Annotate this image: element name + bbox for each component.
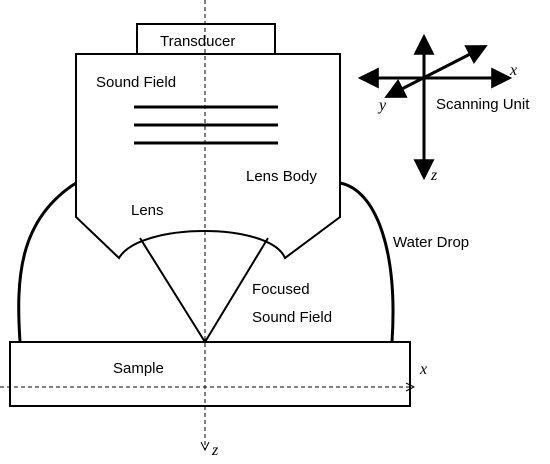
sample-label: Sample (113, 360, 164, 377)
lens-label: Lens (131, 202, 164, 219)
focused-sound-field-label-line2: Sound Field (252, 309, 332, 326)
transducer-label: Transducer (160, 33, 235, 50)
sample-x-axis-arrowhead (405, 382, 416, 392)
scanning-unit-axes (357, 33, 513, 181)
scanning-z-label: z (430, 167, 438, 184)
water-drop-label: Water Drop (393, 234, 469, 251)
center-z-label: z (211, 442, 219, 459)
lens-body-outline (75, 53, 341, 260)
scanning-unit-label: Scanning Unit (436, 96, 530, 113)
focused-sound-field-label-line1: Focused (252, 281, 310, 298)
water-drop-outline (17, 181, 395, 343)
transducer-box (136, 23, 276, 55)
focused-sound-field-cone (139, 237, 269, 343)
sample-x-label: x (419, 361, 427, 378)
sample-block (9, 341, 411, 407)
scanning-x-label: x (509, 62, 517, 79)
scanning-y-arrow (384, 45, 488, 98)
sound-field-label: Sound Field (96, 74, 176, 91)
center-z-axis-arrowhead (200, 441, 210, 452)
scanning-y-label: y (377, 97, 387, 114)
sound-field-waves (134, 105, 278, 145)
lens-body-label: Lens Body (246, 168, 317, 185)
